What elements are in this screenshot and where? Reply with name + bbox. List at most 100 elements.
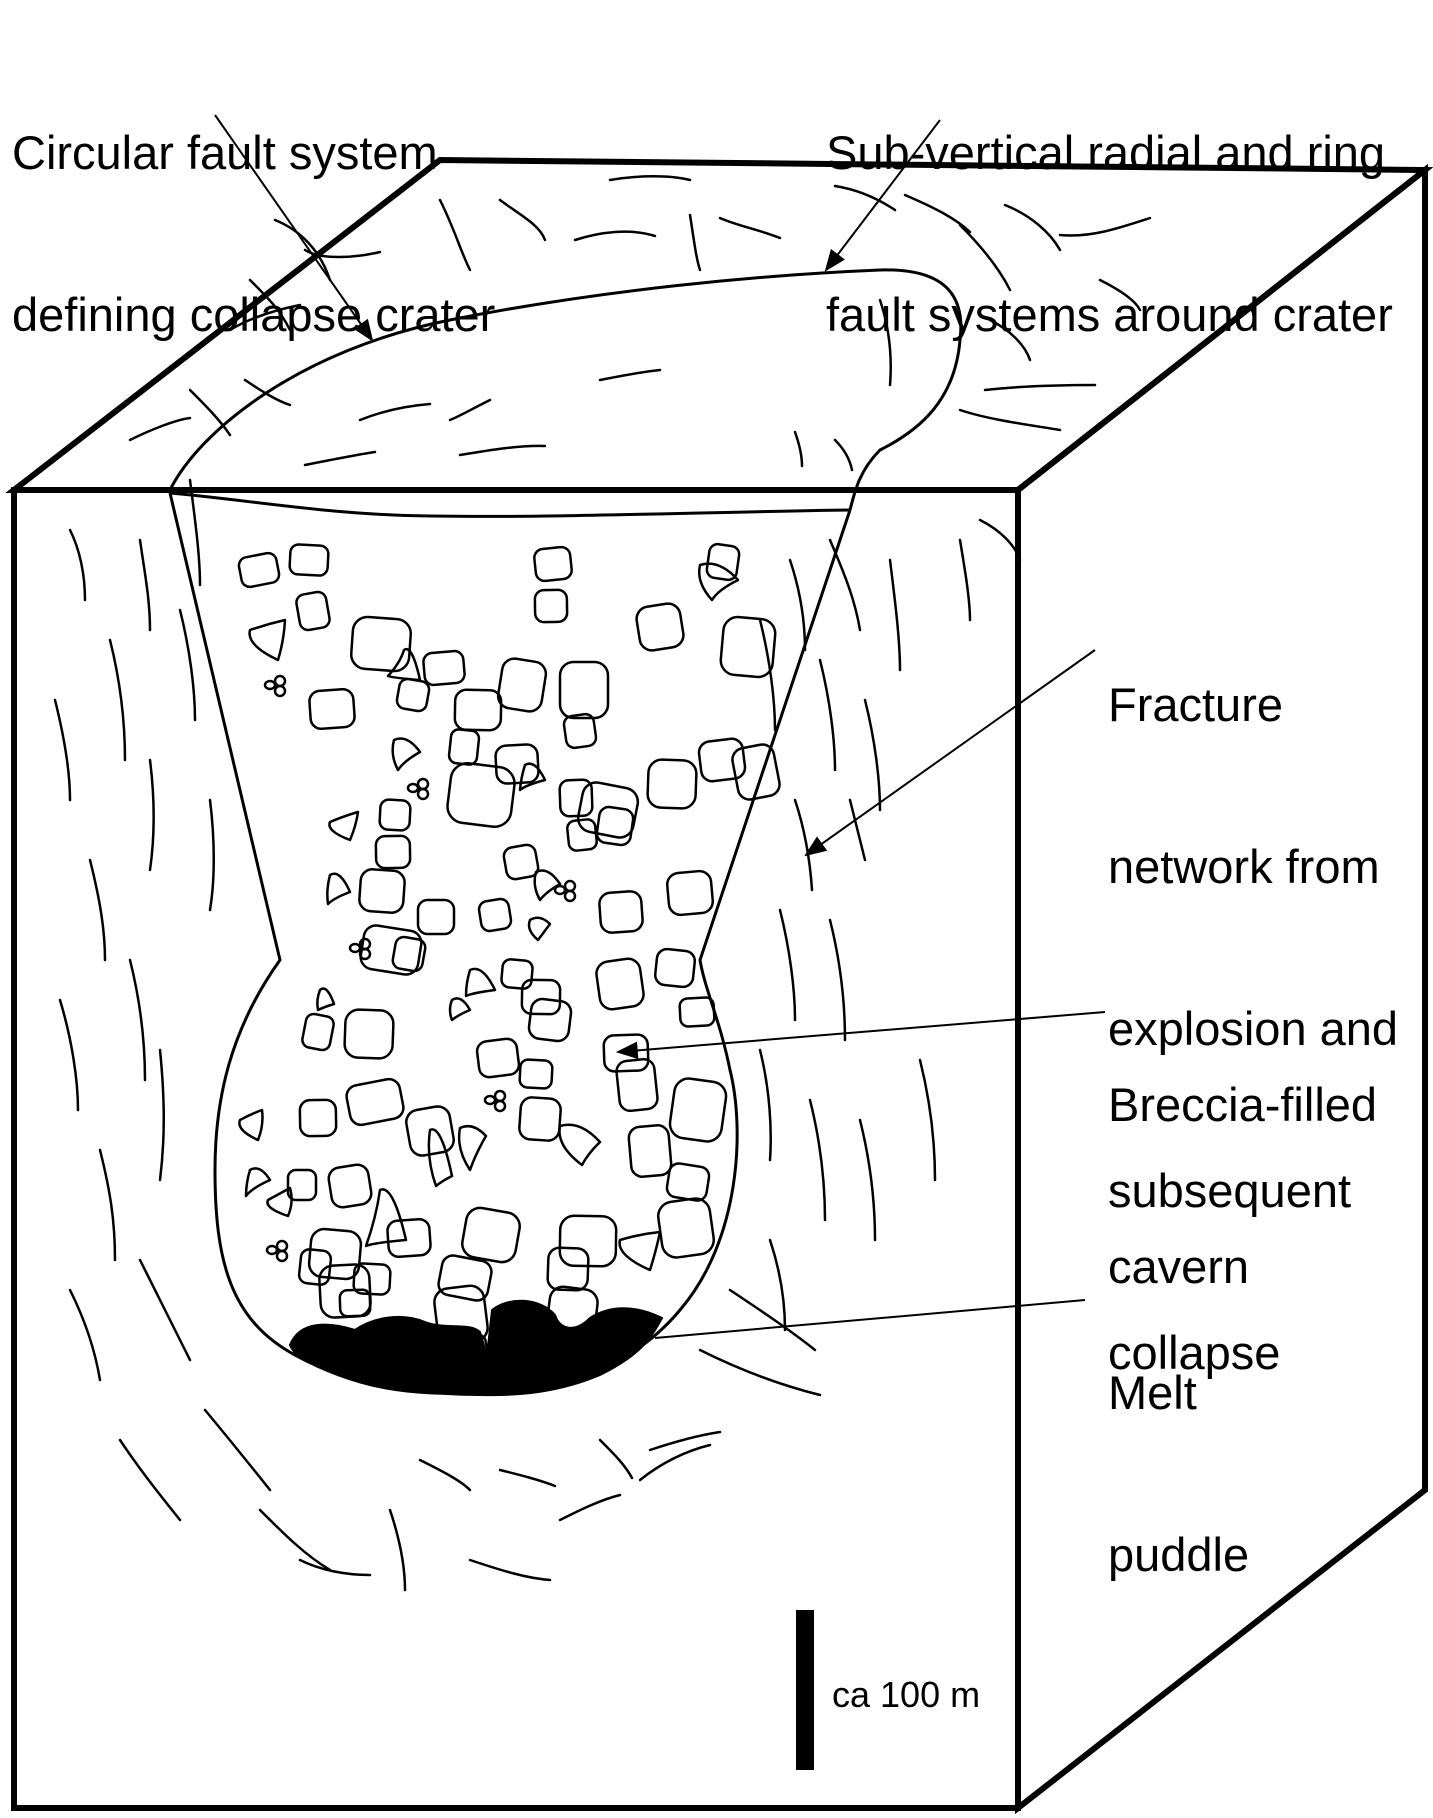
fracture-line	[830, 920, 845, 1040]
fracture-line	[795, 800, 812, 890]
crater-front-edge	[170, 493, 850, 516]
breccia-clast	[485, 1096, 495, 1104]
breccia-clast	[277, 1241, 287, 1251]
breccia-clast	[466, 969, 495, 996]
fracture-line	[150, 760, 154, 870]
fracture-line	[810, 1100, 825, 1220]
breccia-clast	[565, 881, 575, 891]
breccia-clast	[668, 1077, 728, 1144]
fracture-line	[70, 1290, 100, 1380]
breccia-clast	[289, 544, 329, 576]
fracture-line	[850, 800, 865, 860]
breccia-clast	[388, 649, 420, 680]
subvertical-faults-label: Sub-vertical radial and ring fault syste…	[826, 18, 1393, 396]
fracture-line	[960, 410, 1060, 430]
breccia-clast	[267, 1246, 277, 1254]
breccia-arrow	[618, 1012, 1105, 1052]
fracture-line	[980, 520, 1020, 560]
subvertical-faults-label-line-1: Sub-vertical radial and ring	[826, 126, 1393, 180]
fracture-line	[100, 1150, 115, 1260]
fracture-line	[210, 800, 214, 910]
breccia-clast	[379, 799, 411, 831]
fracture-line	[820, 660, 835, 770]
breccia-clast	[555, 886, 565, 894]
fracture-line	[110, 640, 125, 760]
fracture-line	[860, 1120, 875, 1240]
breccia-clast	[535, 590, 568, 623]
breccia-clast	[547, 1247, 588, 1290]
breccia-clast	[376, 836, 411, 869]
breccia-clast	[599, 891, 644, 934]
fracture-line	[830, 540, 860, 630]
breccia-clast	[495, 1101, 505, 1111]
breccia-clast	[522, 980, 561, 1015]
breccia-clast	[391, 936, 426, 973]
breccia-clast	[366, 1189, 406, 1246]
breccia-clast	[666, 870, 713, 916]
breccia-clast	[533, 546, 572, 582]
breccia-clast	[350, 944, 360, 952]
breccia-clast	[565, 891, 575, 901]
breccia-clasts	[237, 543, 781, 1367]
breccia-clast	[437, 1254, 494, 1303]
scale-label: ca 100 m	[832, 1675, 980, 1715]
breccia-clast	[656, 1197, 715, 1260]
breccia-clast	[654, 948, 696, 988]
fracture-line	[450, 400, 490, 420]
breccia-clast	[496, 657, 547, 713]
breccia-clast	[423, 650, 466, 685]
breccia-clast	[275, 686, 285, 696]
breccia-clast	[418, 779, 428, 789]
fracture-line	[690, 215, 700, 270]
breccia-clast	[344, 1009, 394, 1059]
circular-fault-label-line-1: Circular fault system	[12, 126, 495, 180]
fracture-line	[70, 530, 85, 600]
fracture-line	[60, 1000, 78, 1110]
breccia-clast	[567, 819, 598, 852]
breccia-clast	[698, 737, 747, 782]
melt-puddle-label-line-1: Melt	[1108, 1366, 1249, 1420]
melt-puddle-label-line-2: puddle	[1108, 1528, 1249, 1582]
fracture-line	[140, 1260, 190, 1360]
fracture-line	[390, 1510, 405, 1590]
fracture-line	[790, 560, 805, 650]
breccia-clast	[237, 552, 280, 589]
breccia-clast	[460, 1206, 522, 1265]
breccia-clast	[615, 1058, 658, 1112]
circular-fault-label: Circular fault system defining collapse …	[12, 18, 495, 396]
breccia-clast	[520, 764, 545, 790]
breccia-clast	[519, 1059, 552, 1089]
breccia-clast	[628, 1124, 672, 1177]
breccia-clast	[239, 1110, 262, 1140]
breccia-clast	[647, 759, 697, 809]
breccia-clast	[329, 812, 358, 840]
breccia-clast	[535, 871, 560, 901]
breccia-clast	[519, 1097, 562, 1142]
breccia-clast	[478, 898, 512, 932]
fracture-line	[760, 1050, 771, 1160]
fracture-line	[770, 1240, 785, 1330]
fracture-line	[610, 176, 690, 180]
fracture-line	[720, 218, 780, 238]
fracture-line	[575, 232, 655, 240]
scale-bar	[796, 1610, 814, 1770]
breccia-clast	[446, 761, 517, 828]
fracture-line	[160, 1050, 164, 1180]
breccia-clast	[501, 959, 533, 990]
breccia-clast	[327, 1163, 373, 1209]
breccia-clast	[350, 616, 411, 672]
breccia-clast	[396, 678, 431, 713]
fracture-line	[650, 1432, 720, 1450]
breccia-clast	[560, 662, 608, 718]
breccia-clast	[309, 689, 356, 730]
fracture-line	[260, 1510, 330, 1570]
fracture-line	[120, 1440, 180, 1520]
fracture-line	[890, 560, 900, 670]
fracture-line	[470, 1560, 550, 1580]
fracture-line	[305, 452, 375, 465]
fracture-line	[500, 200, 545, 240]
breccia-clast	[277, 1251, 287, 1261]
breccia-clast	[317, 989, 334, 1010]
fracture-line	[920, 1060, 935, 1180]
breccia-clast	[393, 739, 420, 771]
